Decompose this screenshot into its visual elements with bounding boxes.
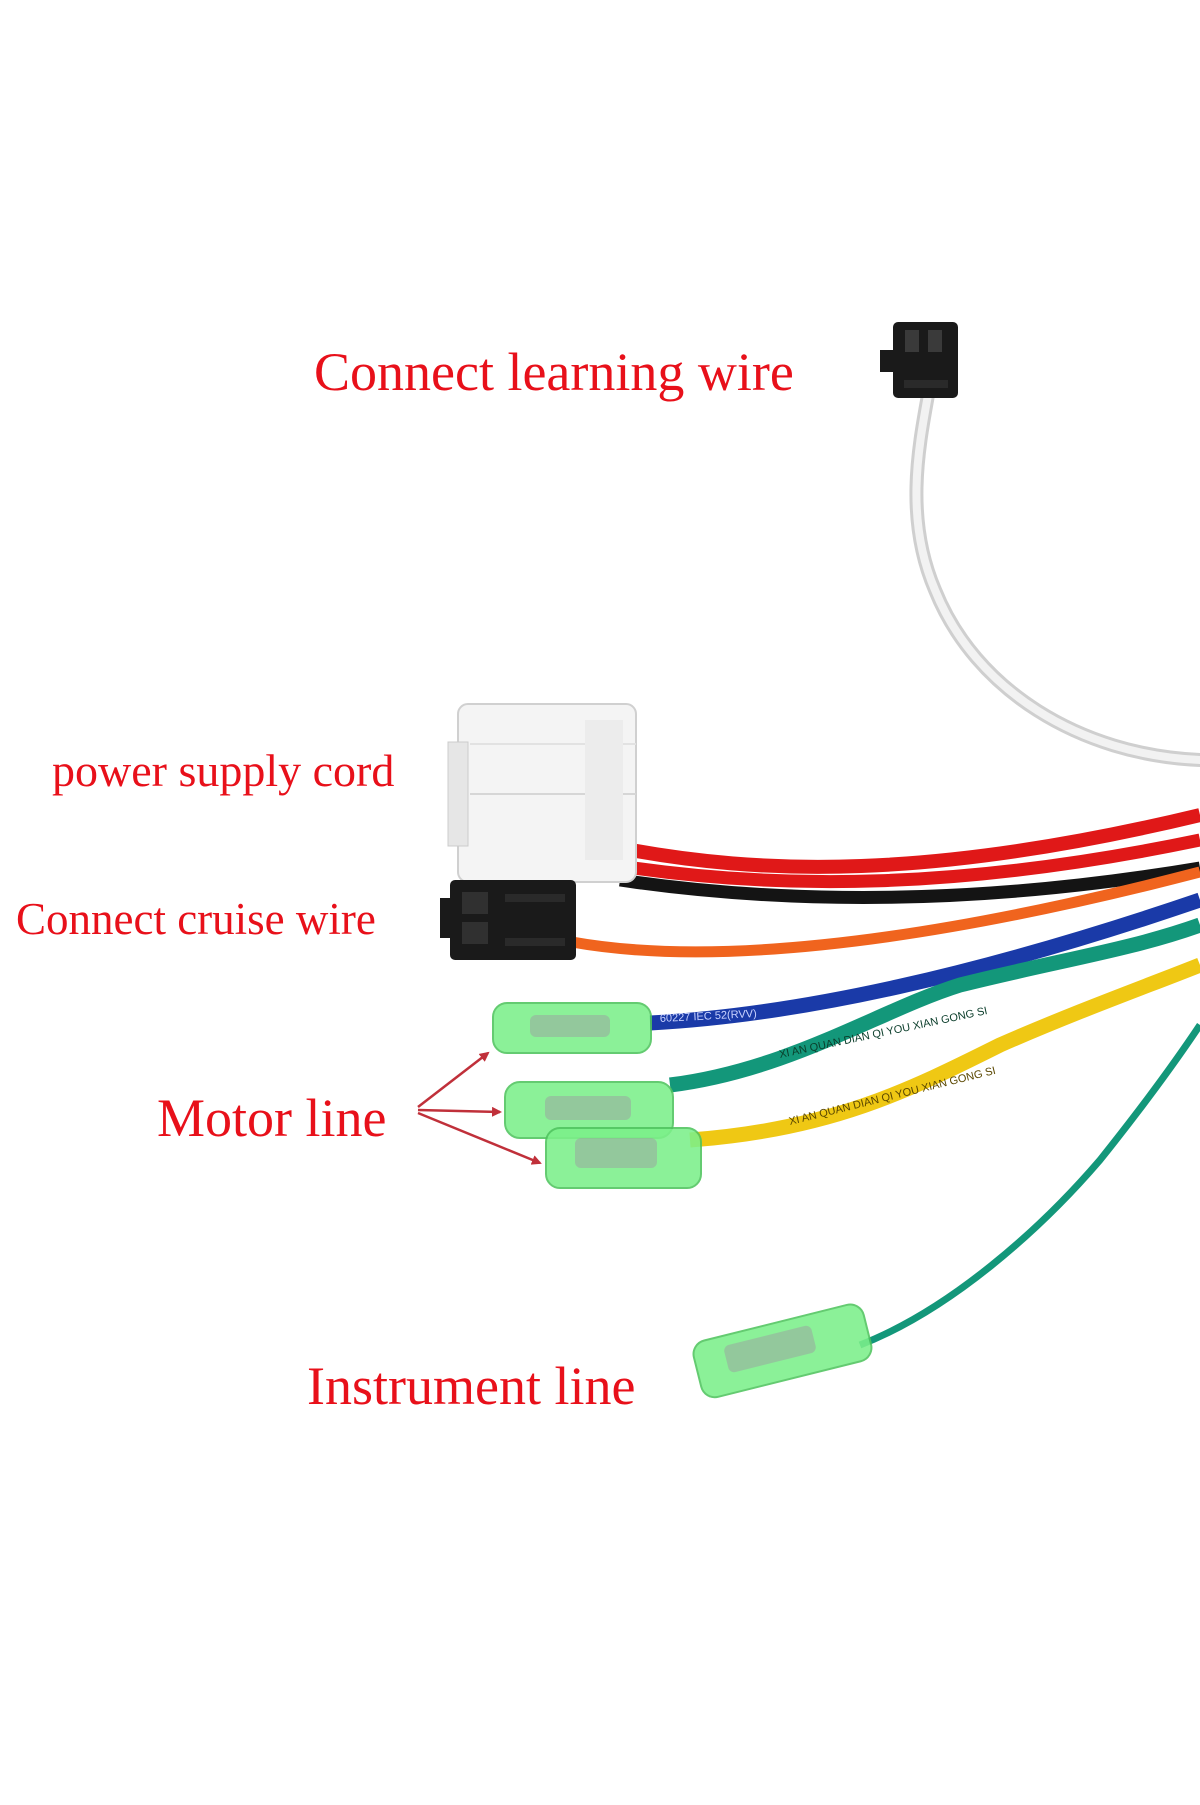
learning-wire-label: Connect learning wire — [314, 342, 794, 402]
learning-wire-connector — [880, 322, 958, 398]
power-wires — [618, 808, 1200, 904]
motor-terminal-yellow — [545, 1127, 702, 1189]
cruise-wire-label: Connect cruise wire — [16, 894, 376, 944]
cruise-wire — [571, 866, 1200, 958]
motor-wire-blue: 60227 IEC 52(RVV) — [649, 892, 1200, 1031]
motor-line-label: Motor line — [157, 1088, 387, 1148]
blue-wire-print: 60227 IEC 52(RVV) — [660, 1008, 758, 1025]
instrument-wire — [858, 1023, 1200, 1349]
motor-terminal-blue — [492, 1002, 652, 1054]
yellow-wire-print: XI AN QUAN DIAN QI YOU XIAN GONG SI — [788, 1065, 997, 1128]
learning-wire — [909, 388, 1200, 767]
instrument-terminal — [692, 1303, 873, 1399]
power-supply-connector — [447, 703, 637, 883]
motor-line-arrows — [417, 1051, 542, 1165]
power-supply-label: power supply cord — [52, 745, 395, 796]
instrument-line-label: Instrument line — [307, 1356, 636, 1416]
cruise-wire-connector — [440, 880, 576, 960]
